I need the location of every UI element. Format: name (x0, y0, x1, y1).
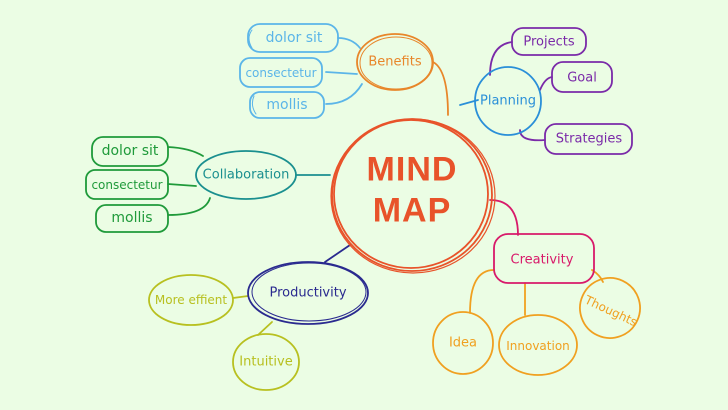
productivity-node[interactable]: Productivity (269, 285, 347, 301)
benefits-node[interactable]: Benefits (368, 54, 422, 70)
planning-node[interactable]: Planning (480, 93, 536, 109)
benefits-child-mollis[interactable]: mollis (266, 97, 308, 113)
productivity-children-shapes (148, 274, 300, 391)
planning-child-strategies[interactable]: Strategies (555, 131, 623, 147)
planning-child-projects[interactable]: Projects (523, 34, 575, 50)
collaboration-node-shape (195, 150, 297, 200)
planning-children-shapes (511, 27, 633, 155)
benefits-node-shape (356, 33, 434, 91)
creativity-child-innovation[interactable]: Innovation (506, 339, 570, 353)
creativity-node[interactable]: Creativity (510, 252, 574, 268)
collaboration-node[interactable]: Collaboration (202, 167, 290, 183)
benefits-child-consectetur[interactable]: consectetur (245, 66, 317, 80)
center-title-line2: MAP (372, 191, 452, 230)
connectors (167, 37, 604, 336)
benefits-child-dolor-sit[interactable]: dolor sit (265, 30, 323, 46)
creativity-node-shape (493, 233, 595, 284)
creativity-children-shapes (432, 277, 641, 376)
planning-node-shape (474, 66, 542, 136)
collaboration-child-dolor-sit[interactable]: dolor sit (101, 143, 159, 159)
benefits-children-shapes (239, 23, 339, 119)
productivity-child-intuitive[interactable]: Intuitive (239, 354, 293, 370)
productivity-child-more-effient[interactable]: More effient (154, 293, 228, 307)
creativity-child-idea[interactable]: Idea (448, 335, 478, 351)
collaboration-child-mollis[interactable]: mollis (111, 210, 153, 226)
collaboration-children-shapes (85, 136, 169, 233)
collaboration-child-consectetur[interactable]: consectetur (91, 178, 163, 192)
center-circle (330, 118, 496, 274)
productivity-node-shape (247, 261, 369, 325)
planning-child-goal[interactable]: Goal (567, 70, 597, 86)
center-title-line1: MIND (366, 150, 458, 189)
